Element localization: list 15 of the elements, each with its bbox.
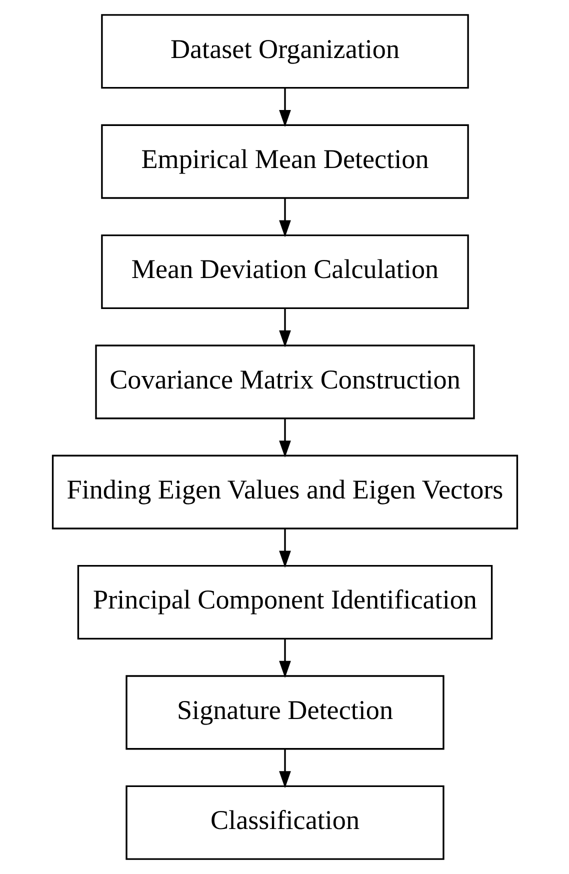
arrow bbox=[278, 638, 290, 678]
node-box: Signature Detection bbox=[125, 675, 444, 750]
arrow bbox=[278, 749, 290, 788]
node-box: Principal Component Identification bbox=[76, 564, 492, 640]
arrow bbox=[278, 308, 290, 348]
arrow bbox=[278, 418, 290, 458]
arrow bbox=[278, 198, 290, 238]
node-box: Finding Eigen Values and Eigen Vectors bbox=[51, 454, 518, 530]
node-box: Dataset Organization bbox=[100, 14, 468, 89]
node-box: Mean Deviation Calculation bbox=[100, 234, 468, 310]
arrow bbox=[278, 88, 290, 128]
node-box: Empirical Mean Detection bbox=[100, 124, 468, 199]
node-box: Classification bbox=[125, 785, 444, 860]
node-box: Covariance Matrix Construction bbox=[94, 344, 474, 420]
arrow bbox=[278, 528, 290, 568]
